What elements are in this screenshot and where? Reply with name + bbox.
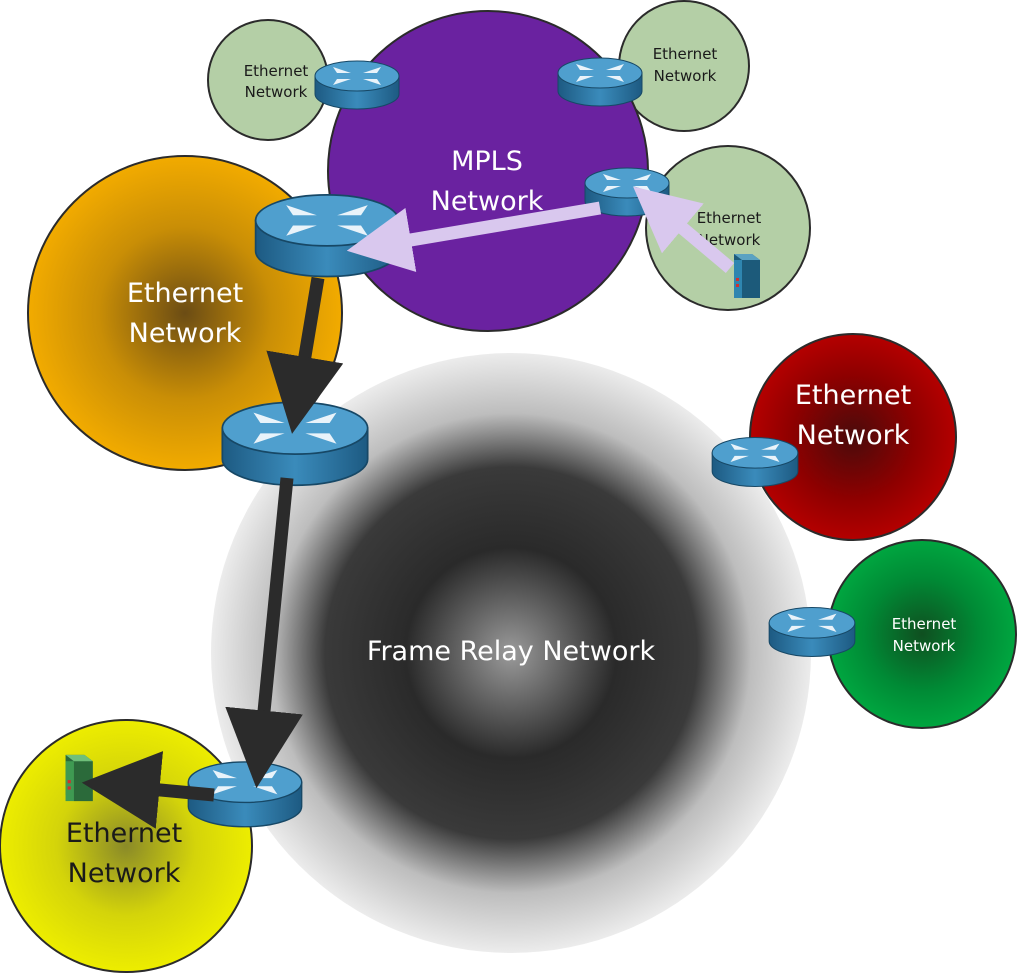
label-eth-red-2: Network <box>797 420 910 451</box>
label-eth-topleft-1: Ethernet <box>244 62 309 80</box>
label-eth-yellow-1: Ethernet <box>66 818 182 849</box>
ethernet-network-green <box>827 539 1017 729</box>
server-icon-destination <box>65 754 93 802</box>
label-eth-rightsmall-1: Ethernet <box>697 209 762 227</box>
label-frame-relay: Frame Relay Network <box>367 636 656 667</box>
label-eth-green-2: Network <box>893 637 956 655</box>
arrow-orange-router-to-frame-router <box>266 276 344 434</box>
server-icon-source <box>734 254 760 298</box>
label-eth-red-1: Ethernet <box>795 380 911 411</box>
arrow-frame-router-to-yellow-router <box>225 477 303 789</box>
router-icon <box>314 60 400 110</box>
label-eth-orange-1: Ethernet <box>127 278 243 309</box>
router-icon <box>221 401 369 487</box>
frame-relay-network <box>211 353 811 953</box>
label-mpls-1: MPLS <box>451 146 523 177</box>
label-eth-orange-2: Network <box>129 318 242 349</box>
ethernet-network-rightsmall <box>645 145 811 311</box>
label-eth-topright-1: Ethernet <box>653 45 718 63</box>
label-eth-topright-2: Network <box>654 67 717 85</box>
router-icon <box>768 607 856 658</box>
label-eth-rightsmall-2: Network <box>698 231 761 249</box>
ethernet-network-topleft <box>207 19 329 141</box>
ethernet-network-red <box>749 333 957 541</box>
arrow-mpls-to-orange-router <box>346 201 602 272</box>
label-eth-green-1: Ethernet <box>892 615 957 633</box>
ethernet-network-topright <box>618 0 750 132</box>
label-mpls-2: Network <box>431 186 544 217</box>
router-icon <box>557 57 643 107</box>
arrow-server-to-mpls-router <box>633 186 735 273</box>
label-eth-yellow-2: Network <box>68 858 181 889</box>
router-icon <box>254 194 400 278</box>
arrow-yellow-router-to-server <box>81 751 215 829</box>
label-eth-topleft-2: Network <box>245 83 308 101</box>
router-icon <box>711 437 799 488</box>
